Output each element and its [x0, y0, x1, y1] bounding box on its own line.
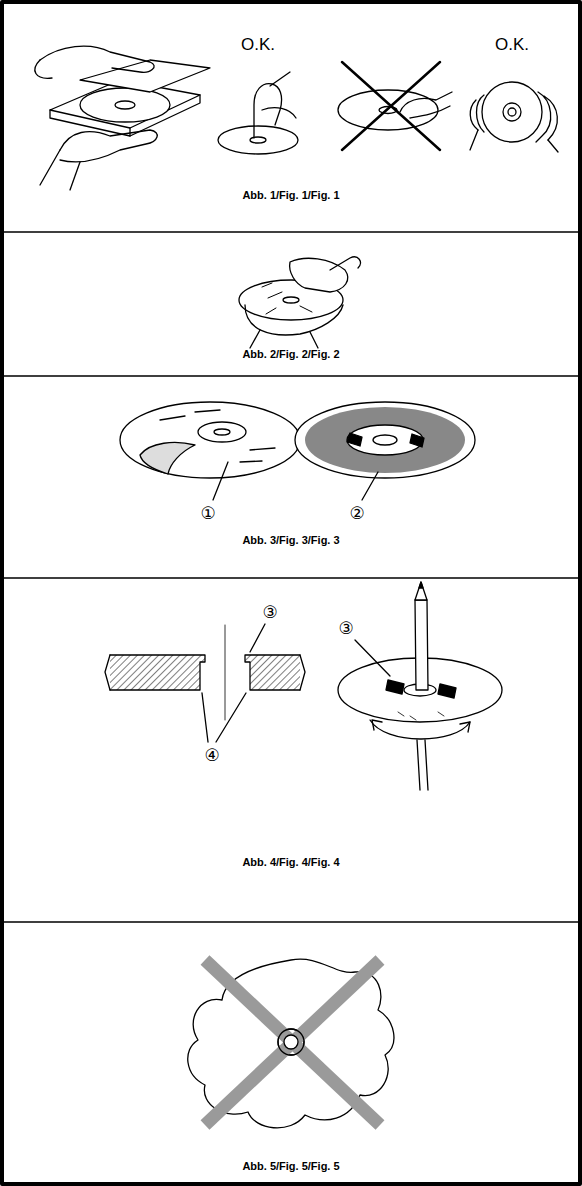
callout-number: ③: [338, 619, 353, 638]
disc-ring: [295, 402, 475, 478]
wrong-hold: [338, 62, 452, 150]
wiping-hands: [239, 257, 360, 348]
callout-number: ④: [204, 746, 219, 765]
figure-caption: Abb. 2/Fig. 2/Fig. 2: [242, 348, 339, 360]
ok-mark: O.K.: [241, 36, 275, 55]
figure-caption: Abb. 3/Fig. 3/Fig. 3: [242, 534, 339, 546]
callout-number: ②: [349, 504, 364, 523]
edge-hold-hand: [470, 82, 558, 152]
disc-peeling: [120, 402, 300, 478]
ok-mark: O.K.: [495, 36, 529, 55]
hole-cross-section: [105, 625, 305, 720]
callout-number: ③: [262, 603, 277, 622]
deformed-disc: [188, 959, 394, 1128]
callout-number: ①: [200, 504, 215, 523]
figure-caption: Abb. 4/Fig. 4/Fig. 4: [242, 856, 339, 868]
figure-caption: Abb. 1/Fig. 1/Fig. 1: [242, 189, 339, 201]
disc-pencil: [338, 582, 502, 790]
finger-hole-hand: [218, 72, 298, 154]
figure-caption: Abb. 5/Fig. 5/Fig. 5: [242, 1160, 339, 1172]
case-hands: [35, 46, 210, 190]
